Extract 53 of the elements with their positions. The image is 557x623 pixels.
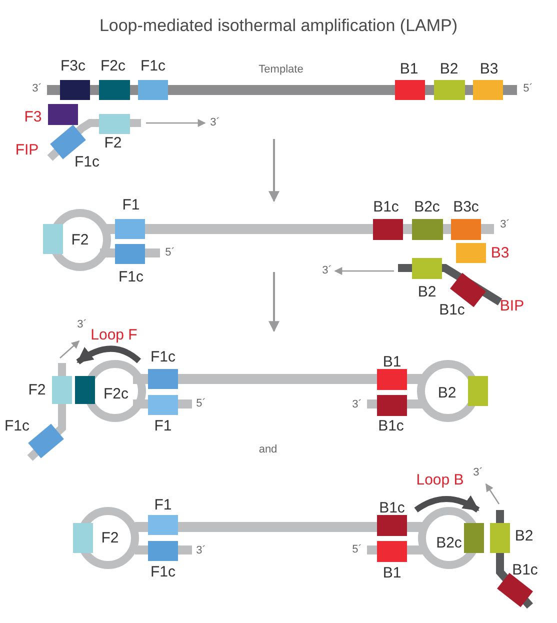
end-label: Template — [258, 64, 304, 76]
segment-label: F2c — [104, 386, 128, 402]
end-label: 3´ — [352, 400, 362, 410]
end-label: 3´ — [210, 118, 220, 128]
segment-label: B2c — [436, 536, 462, 550]
segment-label: B3 — [480, 62, 498, 76]
segment-label: B1c — [512, 562, 538, 578]
segment-label: F3c — [60, 58, 86, 74]
segment-label: F2 — [71, 232, 89, 248]
primer-label: Loop B — [416, 472, 464, 488]
segment-label: F1c — [74, 154, 100, 170]
primer-label: BIP — [500, 298, 524, 314]
end-label: 3´ — [473, 468, 483, 478]
segment-label: B2 — [418, 284, 436, 300]
segment-label: F2 — [104, 136, 122, 150]
segment-label: F1 — [122, 198, 140, 212]
segment-label: B1c — [378, 418, 404, 434]
segment-label: B1 — [382, 354, 402, 370]
end-label: 3´ — [322, 266, 332, 276]
segment-label: B2 — [438, 386, 456, 400]
end-label: 3´ — [32, 84, 42, 94]
segment-label: F2 — [101, 530, 119, 546]
segment-label: B2c — [414, 200, 440, 214]
segment-label: F1c — [140, 58, 166, 74]
end-label: 3´ — [196, 546, 206, 556]
end-label: 5´ — [523, 84, 533, 94]
end-label: 3´ — [77, 320, 87, 330]
segment-label: B2 — [440, 62, 458, 76]
end-label: 5´ — [352, 544, 362, 556]
primer-label: F3 — [24, 110, 42, 124]
segment-label: F2 — [28, 382, 46, 398]
segment-label: F1c — [118, 270, 144, 284]
segment-label: B1c — [373, 200, 399, 214]
segment-label: F2c — [100, 58, 126, 74]
segment-label: F1 — [154, 498, 172, 512]
end-label: 5´ — [196, 398, 206, 410]
title: Loop-mediated isothermal amplification (LAMP) — [98, 16, 459, 36]
segment-label: B1 — [382, 566, 402, 580]
primer-label: Loop F — [90, 328, 138, 342]
end-label: and — [258, 444, 278, 456]
primer-label: FIP — [15, 142, 39, 158]
segment-label: F1c — [150, 350, 176, 364]
segment-label: B1c — [379, 500, 405, 516]
segment-label: F1 — [154, 418, 172, 434]
segment-label: B1c — [439, 302, 465, 318]
segment-label: F1c — [4, 418, 30, 434]
segment-label: B3c — [453, 200, 479, 214]
end-label: 5´ — [165, 248, 175, 258]
segment-label: B2 — [514, 528, 534, 544]
primer-label: B3 — [490, 246, 510, 260]
end-label: 3´ — [500, 220, 510, 230]
segment-label: F1c — [150, 564, 176, 580]
segment-label: B1 — [400, 62, 418, 76]
